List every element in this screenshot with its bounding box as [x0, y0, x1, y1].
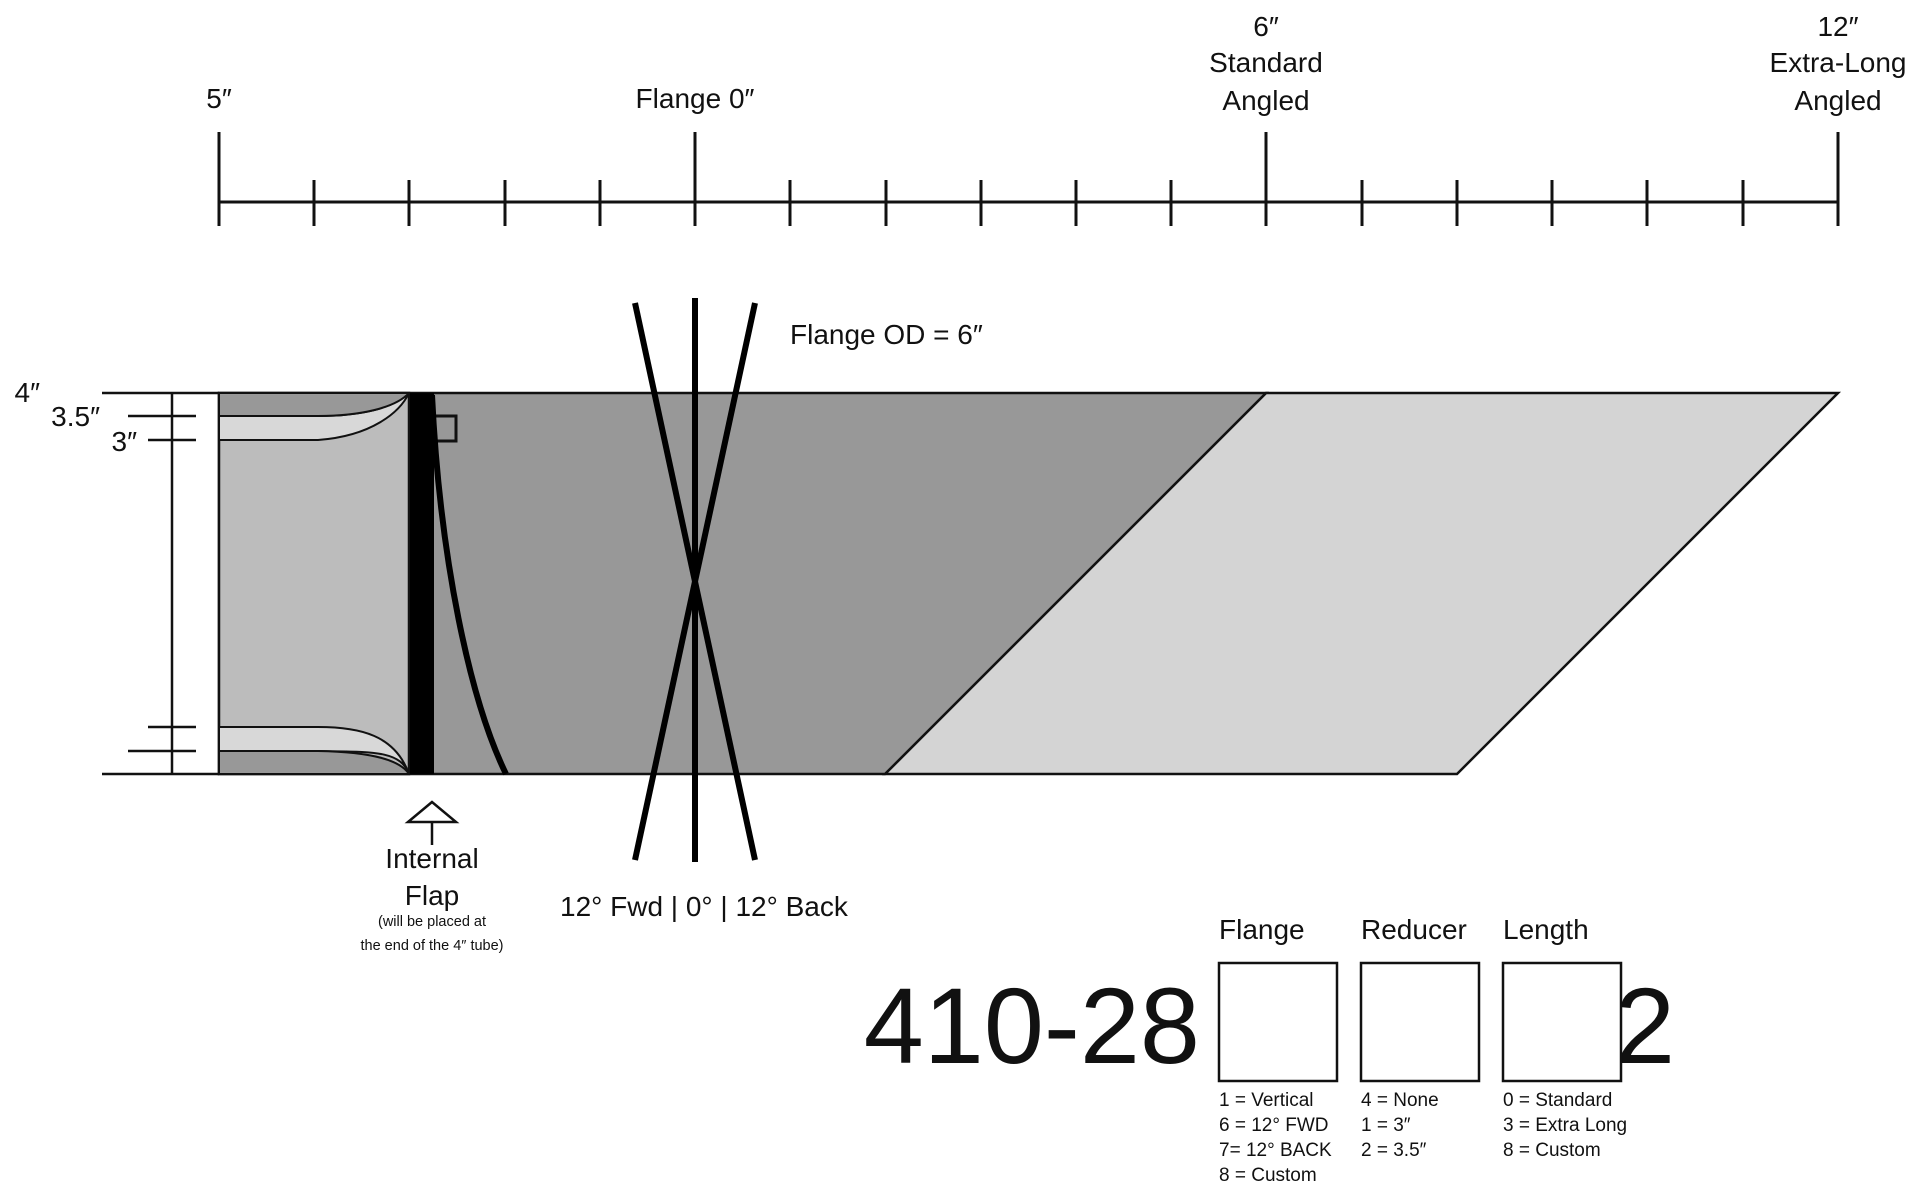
- scale-ticks: [217, 132, 1840, 226]
- flange-code-title: Flange: [1219, 914, 1305, 945]
- flap-callout: Internal Flap (will be placed at the end…: [361, 800, 504, 954]
- reducer-top-band: [218, 392, 412, 417]
- internal-flap: [410, 393, 509, 776]
- length-option: 8 = Custom: [1503, 1140, 1601, 1161]
- flange-line-12-back: [632, 302, 758, 861]
- flange-angles-label: 12° Fwd | 0° | 12° Back: [560, 891, 849, 922]
- label-3in: 3″: [112, 426, 138, 457]
- flange-angle-lines: [632, 298, 758, 862]
- scale-label-angled-2: Angled: [1794, 85, 1881, 116]
- reducer-section: [217, 391, 411, 776]
- tube-body: [217, 391, 1842, 776]
- flange-option: 7= 12° BACK: [1219, 1140, 1332, 1161]
- scale-label-angled: Angled: [1222, 85, 1309, 116]
- label-4in: 4″: [15, 377, 41, 408]
- part-number-suffix: 2: [1615, 965, 1675, 1086]
- reducer-option: 4 = None: [1361, 1090, 1439, 1111]
- part-number-builder: 410-28 2 Flange 1 = Vertical 6 = 12° FWD…: [864, 914, 1675, 1186]
- flap-note-line2: the end of the 4″ tube): [361, 938, 504, 954]
- flap-note-line1: (will be placed at: [378, 914, 486, 930]
- reducer-option: 2 = 3.5″: [1361, 1140, 1427, 1161]
- length-code-title: Length: [1503, 914, 1589, 945]
- reducer-code-title: Reducer: [1361, 914, 1467, 945]
- reducer-inserts: [218, 392, 412, 775]
- height-labels: 4″ 3.5″ 3″: [15, 377, 138, 457]
- scale-label-extra-long: Extra-Long: [1770, 47, 1907, 78]
- scale-label-5in: 5″: [206, 83, 232, 114]
- scale-label-flange-0: Flange 0″: [636, 83, 755, 114]
- reducer-code-group: Reducer 4 = None 1 = 3″ 2 = 3.5″: [1359, 914, 1481, 1161]
- flap-title-line1: Internal: [385, 843, 478, 874]
- scale-label-6in: 6″: [1253, 11, 1279, 42]
- scale-label-12in: 12″: [1817, 11, 1858, 42]
- flange-option: 8 = Custom: [1219, 1165, 1317, 1184]
- length-option: 3 = Extra Long: [1503, 1115, 1627, 1136]
- flange-option: 6 = 12° FWD: [1219, 1115, 1329, 1136]
- reducer-bottom-band: [218, 750, 411, 775]
- flange-code-group: Flange 1 = Vertical 6 = 12° FWD 7= 12° B…: [1217, 914, 1339, 1186]
- reducer-code-box: [1359, 961, 1481, 1083]
- reducer-option: 1 = 3″: [1361, 1115, 1411, 1136]
- part-number-prefix: 410-28: [864, 965, 1200, 1086]
- scale-label-standard: Standard: [1209, 47, 1323, 78]
- flap-title-line2: Flap: [405, 880, 459, 911]
- length-code-box: [1501, 961, 1623, 1083]
- flange-od-label: Flange OD = 6″: [790, 319, 983, 350]
- height-dimensions: [102, 391, 219, 776]
- flange-code-box: [1217, 961, 1339, 1083]
- length-option: 0 = Standard: [1503, 1090, 1612, 1111]
- label-35in: 3.5″: [51, 401, 100, 432]
- length-code-group: Length 0 = Standard 3 = Extra Long 8 = C…: [1501, 914, 1627, 1161]
- length-scale: [217, 132, 1840, 226]
- flap-arrow-icon: [404, 800, 460, 824]
- flap-swing-curve: [429, 394, 509, 776]
- flap-hinge-bar: [410, 393, 434, 774]
- scale-labels: 5″ Flange 0″ 6″ Standard Angled 12″ Extr…: [206, 11, 1906, 116]
- flange-option: 1 = Vertical: [1219, 1090, 1314, 1111]
